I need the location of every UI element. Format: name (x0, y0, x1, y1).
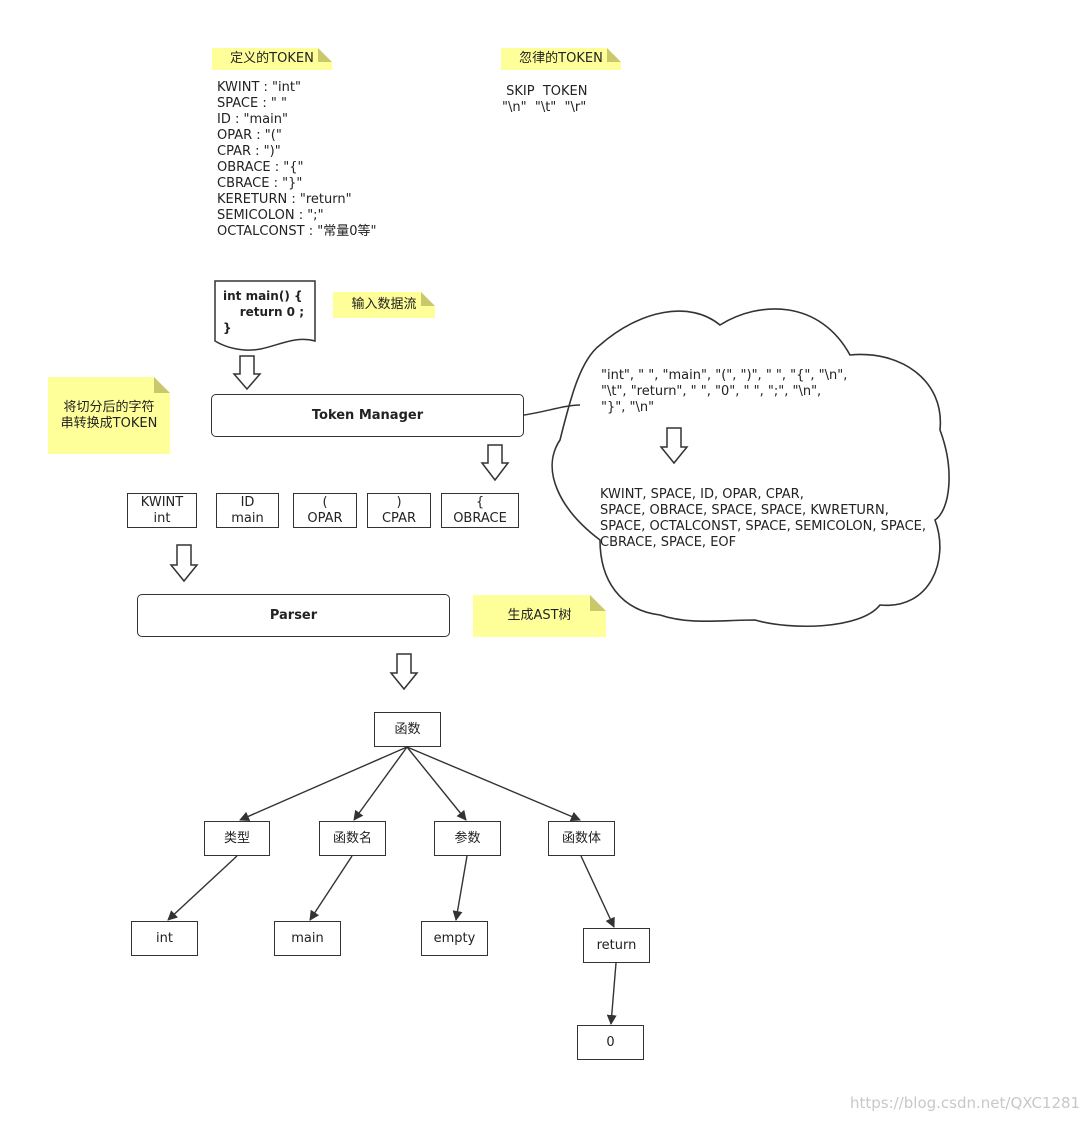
token-value: { (475, 494, 485, 510)
ast-leaf-empty[interactable]: empty (421, 921, 488, 956)
note-ast: 生成AST树 (473, 595, 606, 637)
ast-node-label: empty (433, 930, 476, 946)
ast-leaf-int[interactable]: int (131, 921, 198, 956)
note-input-stream-label: 输入数据流 (351, 297, 417, 312)
token-box-kwint[interactable]: KWINT int (127, 493, 197, 528)
note-ignored-tokens: 忽律的TOKEN (501, 48, 621, 70)
note-split-to-token: 将切分后的字符 串转换成TOKEN (48, 377, 170, 454)
token-type: OPAR (307, 510, 343, 526)
edge-name-main (309, 855, 353, 921)
ast-leaf-main[interactable]: main (274, 921, 341, 956)
edge-return-zero (606, 962, 617, 1025)
defined-token-0: KWINT : "int" (217, 80, 301, 95)
defined-token-3: OPAR : "(" (217, 128, 282, 143)
edge-type-int (167, 855, 238, 921)
token-type: KWINT (140, 494, 184, 510)
token-type: CPAR (381, 510, 416, 526)
ast-node-body[interactable]: 函数体 (548, 821, 615, 856)
defined-token-9: OCTALCONST : "常量0等" (217, 224, 377, 239)
note-defined-tokens: 定义的TOKEN (212, 48, 332, 70)
ast-leaf-zero[interactable]: 0 (577, 1025, 644, 1060)
token-type: OBRACE (453, 510, 507, 526)
edge-root-name (353, 746, 408, 821)
defined-token-7: KERETURN : "return" (217, 192, 352, 207)
token-value: ( (322, 494, 328, 510)
note-input-stream: 输入数据流 (333, 292, 435, 318)
ast-node-name[interactable]: 函数名 (319, 821, 386, 856)
block-arrow-tokens-to-parser (169, 544, 199, 583)
cloud-connector (523, 404, 581, 416)
ast-node-label: 类型 (223, 830, 250, 846)
ast-node-params[interactable]: 参数 (434, 821, 501, 856)
token-manager-label: Token Manager (311, 407, 424, 423)
block-arrow-tm-to-tokens (480, 444, 510, 482)
ast-node-label: 0 (606, 1034, 615, 1050)
cloud-shape (551, 308, 950, 628)
token-box-opar[interactable]: ( OPAR (293, 493, 357, 528)
defined-token-4: CPAR : ")" (217, 144, 281, 159)
defined-token-2: ID : "main" (217, 112, 288, 127)
defined-token-8: SEMICOLON : ";" (217, 208, 324, 223)
ast-node-return[interactable]: return (583, 928, 650, 963)
note-fold (590, 595, 606, 611)
watermark: https://blog.csdn.net/QXC1281 (850, 1094, 1080, 1112)
source-code: int main() { return 0 ; } (223, 289, 305, 335)
note-ast-label: 生成AST树 (507, 608, 572, 623)
defined-token-6: CBRACE : "}" (217, 176, 303, 191)
note-split-to-token-label: 将切分后的字符 串转换成TOKEN (60, 399, 158, 431)
note-ignored-tokens-label: 忽律的TOKEN (519, 51, 603, 66)
ast-node-label: return (596, 937, 637, 953)
note-fold (421, 292, 435, 306)
ast-node-label: 函数名 (332, 830, 372, 846)
source-document-shape (214, 280, 316, 351)
note-fold (154, 377, 170, 393)
token-value: ) (396, 494, 402, 510)
note-fold (318, 48, 332, 62)
ast-node-function[interactable]: 函数 (374, 712, 441, 747)
defined-token-5: OBRACE : "{" (217, 160, 304, 175)
edge-root-body (406, 746, 581, 822)
edge-root-type (239, 746, 408, 821)
edge-root-params (406, 746, 467, 821)
block-arrow-parser-to-ast (389, 653, 419, 691)
token-value: int (153, 510, 171, 526)
defined-token-list: KWINT : "int" SPACE : " " ID : "main" OP… (217, 80, 376, 240)
ast-node-type[interactable]: 类型 (204, 821, 270, 856)
cloud-split-strings: "int", " ", "main", "(", ")", " ", "{", … (601, 368, 848, 415)
ast-node-label: 参数 (454, 830, 481, 846)
block-arrow-cloud-inner (659, 427, 689, 465)
ast-node-label: main (291, 930, 324, 946)
skip-token-title: SKIP TOKEN (502, 84, 588, 99)
parser-label: Parser (269, 607, 318, 623)
token-box-id[interactable]: ID main (216, 493, 279, 528)
edge-body-return (580, 855, 615, 928)
cloud-token-stream: KWINT, SPACE, ID, OPAR, CPAR, SPACE, OBR… (600, 487, 927, 550)
block-arrow-code-to-tm (232, 355, 262, 391)
edge-params-empty (452, 855, 468, 921)
skip-token-values: "\n" "\t" "\r" (502, 100, 587, 115)
note-defined-tokens-label: 定义的TOKEN (230, 51, 314, 66)
parser-box[interactable]: Parser (137, 594, 450, 637)
token-type: ID (240, 494, 255, 510)
defined-token-1: SPACE : " " (217, 96, 287, 111)
ast-node-label: 函数体 (561, 830, 601, 846)
token-box-cpar[interactable]: ) CPAR (367, 493, 431, 528)
ast-node-label: 函数 (394, 721, 421, 737)
note-fold (607, 48, 621, 62)
token-value: main (231, 510, 264, 526)
token-manager-box[interactable]: Token Manager (211, 394, 524, 437)
token-box-obrace[interactable]: { OBRACE (441, 493, 519, 528)
ast-node-label: int (156, 930, 173, 946)
